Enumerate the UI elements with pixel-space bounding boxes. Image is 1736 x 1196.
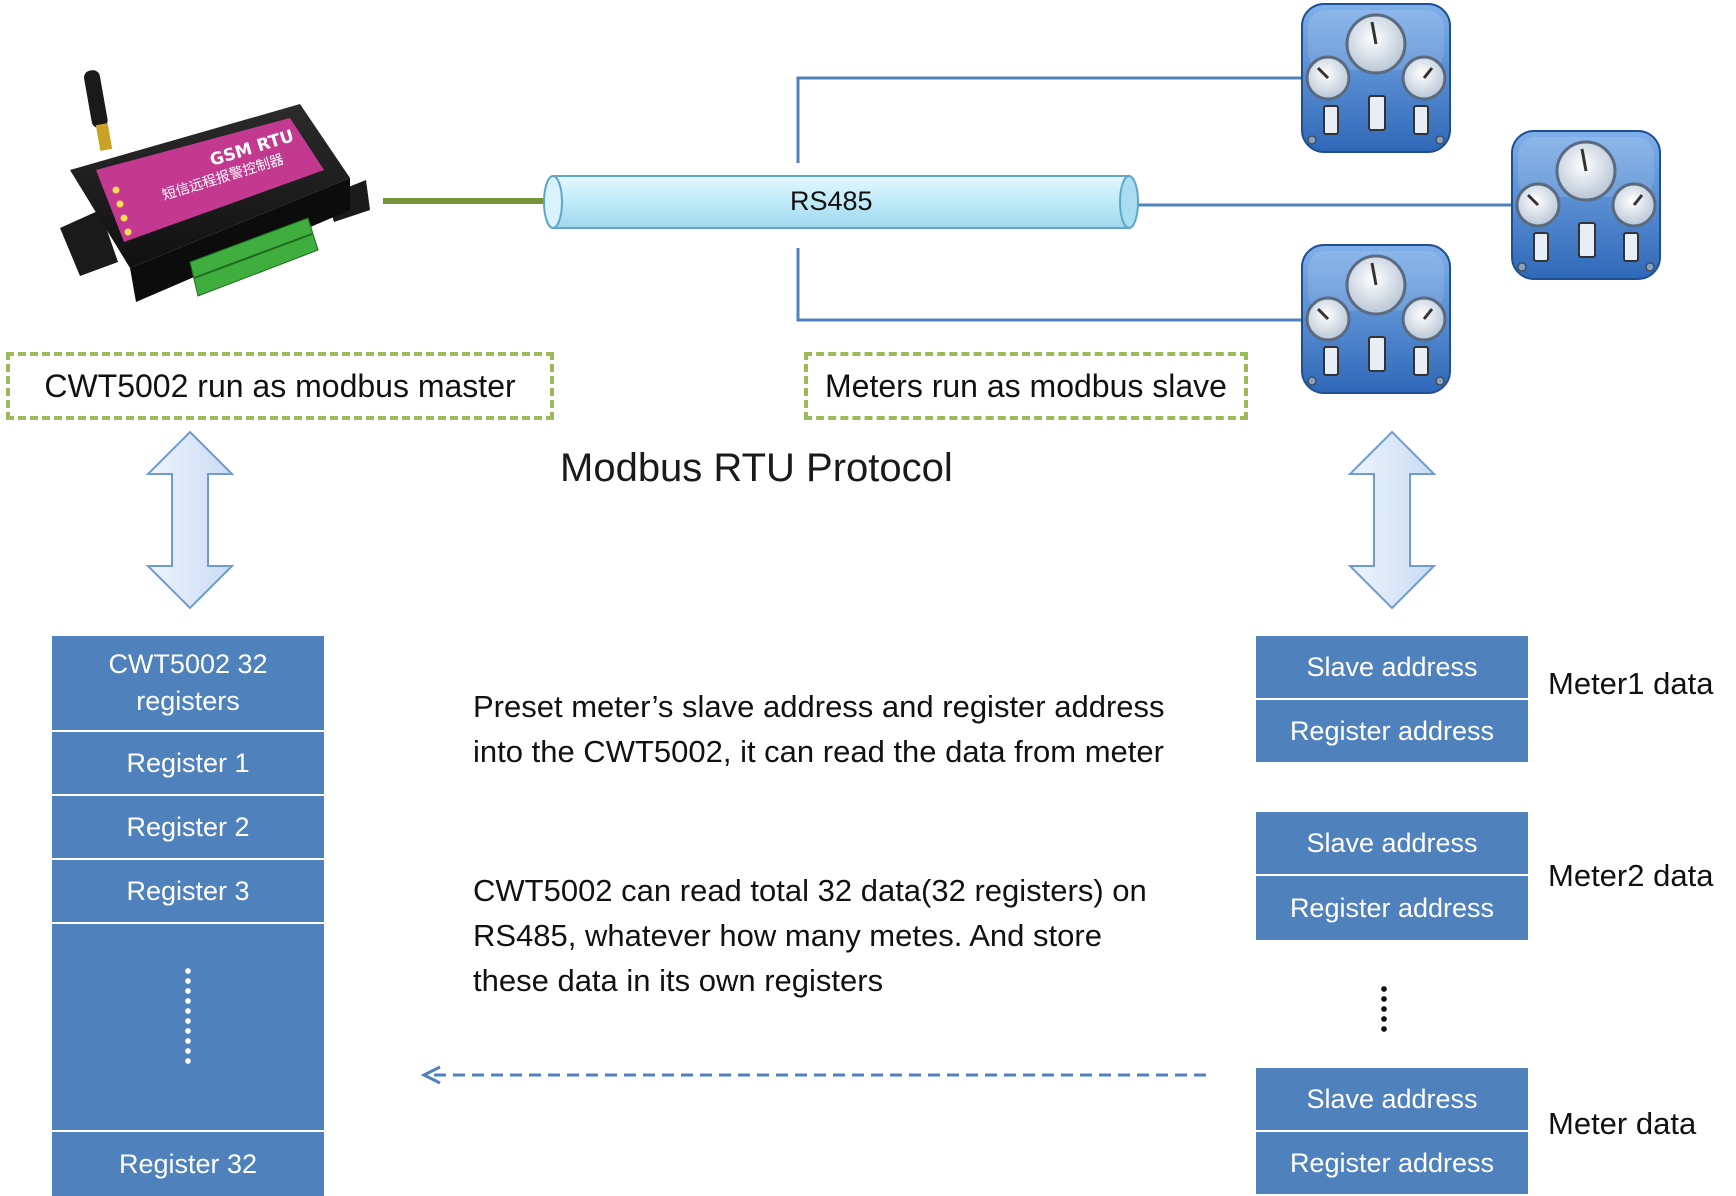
meter-data-label: Meter1 data [1548,666,1714,701]
slave-address-cell: Slave address [1256,1068,1528,1132]
master-label-box: CWT5002 run as modbus master [6,352,554,420]
gsm-rtu-device-icon: GSM RTU 短信远程报警控制器 [60,70,370,302]
meter-vertical-ellipsis [1380,984,1388,1036]
master-double-arrow [145,430,235,610]
slave-address-cell: Slave address [1256,812,1528,876]
register-ellipsis-cell [52,924,324,1132]
slave-double-arrow [1347,430,1437,610]
vertical-ellipsis [184,966,192,1066]
master-label: CWT5002 run as modbus master [44,367,516,404]
meter-gauge-panel-icon [1510,129,1662,281]
register-row: Register 2 [52,796,324,860]
data-flow-arrow [420,1065,1206,1085]
slave-label: Meters run as modbus slave [825,367,1227,404]
protocol-title: Modbus RTU Protocol [560,446,953,490]
meter-data-label: Meter data [1548,1106,1697,1141]
meter-data-label: Meter2 data [1548,858,1714,893]
rs485-bus-lines [383,76,1512,322]
register-row: Register 3 [52,860,324,924]
slave-label-box: Meters run as modbus slave [804,352,1248,420]
rs485-label: RS485 [790,186,873,216]
register-table-header: CWT5002 32 registers [52,636,324,732]
rs485-pipe [543,175,1139,229]
slave-address-cell: Slave address [1256,636,1528,700]
register-row: Register 1 [52,732,324,796]
description-paragraph-1: Preset meter’s slave address and registe… [473,689,1165,769]
register-address-cell: Register address [1256,1132,1528,1194]
register-address-cell: Register address [1256,876,1528,940]
register-address-cell: Register address [1256,700,1528,762]
description-paragraph-2: CWT5002 can read total 32 data(32 regist… [473,873,1147,998]
meter-gauge-panel-icon [1300,243,1452,395]
register-row-last: Register 32 [52,1132,324,1196]
meter-gauge-panel-icon [1300,2,1452,154]
